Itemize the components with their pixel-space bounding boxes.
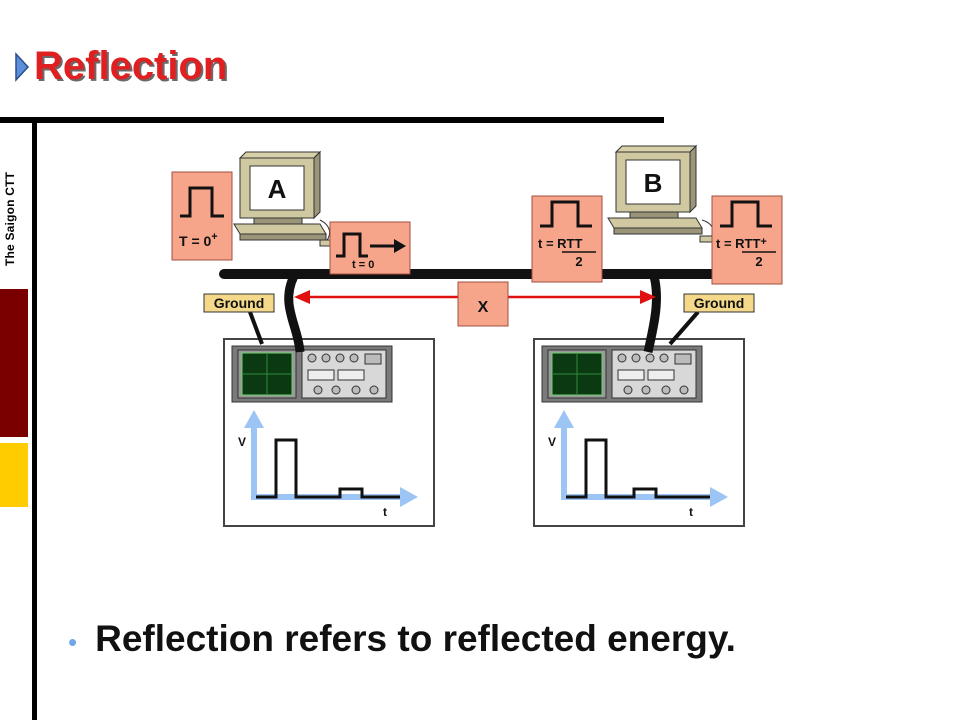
computer-a-icon: A [233, 150, 335, 247]
pulse-card-right: t = RTT+ 2 [711, 195, 783, 285]
pulse-mid-label: t = RTT [538, 236, 582, 251]
pulse-right-den: 2 [755, 254, 762, 269]
oscilloscope-left-icon [231, 345, 393, 403]
cable-left [284, 274, 305, 353]
scope-left-v-label: V [238, 435, 246, 449]
scope-graph-right: V t [548, 410, 728, 519]
pulse-right-label: t = RTT+ [716, 236, 767, 251]
ground-badge-left [203, 293, 275, 313]
oscilloscope-right-icon [541, 345, 703, 403]
computer-b-icon: B [607, 144, 715, 243]
pulse-card-source: T = 0+ [171, 171, 233, 261]
reflection-diagram: V t V t X Ground Ground A [171, 144, 783, 527]
horizontal-divider [0, 117, 664, 123]
pulse-card-mid: t = RTT 2 [531, 195, 603, 283]
vertical-divider [32, 117, 37, 720]
slide-title: Reflection [34, 44, 228, 88]
ground-label-right: Ground [694, 295, 745, 311]
pulse-mid-den: 2 [575, 254, 582, 269]
computer-a-label: A [268, 174, 287, 204]
ground-label-left: Ground [214, 295, 265, 311]
pulse-start-label: t = 0 [352, 259, 374, 271]
brand-bar-red [0, 289, 28, 437]
left-brand-bar [0, 125, 28, 720]
scope-left-t-label: t [383, 505, 387, 519]
brand-bar-yellow [0, 443, 28, 507]
pulse-card-start: t = 0 [329, 221, 411, 275]
scope-right-t-label: t [689, 505, 693, 519]
cable-right [643, 274, 661, 353]
ground-wire-right [668, 310, 700, 346]
scope-right-v-label: V [548, 435, 556, 449]
brand-bar-white [0, 125, 28, 287]
bullet-text: Reflection refers to reflected energy. [95, 618, 736, 659]
ground-badge-right [683, 293, 755, 313]
slide-title-group: Reflection [12, 44, 227, 89]
brand-text: The Saigon CTT [3, 171, 17, 266]
bullet-dot-icon: • [68, 627, 78, 657]
distance-arrow: X [294, 281, 656, 327]
ground-wire-left [248, 311, 264, 345]
title-arrow-icon [15, 51, 30, 82]
distance-label: X [478, 299, 489, 316]
bullet-item: • Reflection refers to reflected energy. [68, 618, 736, 660]
scope-graph-left: V t [238, 410, 418, 519]
computer-b-label: B [644, 168, 663, 198]
pulse-source-label: T = 0+ [179, 231, 218, 249]
